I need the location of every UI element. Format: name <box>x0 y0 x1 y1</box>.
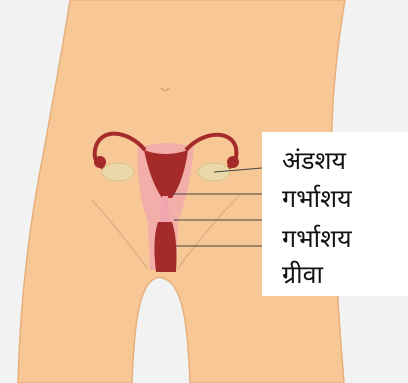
cervix-label-line2: ग्रीवा <box>282 260 323 290</box>
uterus-label: गर्भाशय <box>282 184 352 214</box>
right-fimbria <box>227 156 239 168</box>
left-ovary <box>102 163 134 181</box>
ovary-label: अंडशय <box>282 146 346 176</box>
cervix-label-line1: गर्भाशय <box>282 224 352 254</box>
cervix <box>154 222 176 272</box>
left-fimbria <box>94 156 106 168</box>
